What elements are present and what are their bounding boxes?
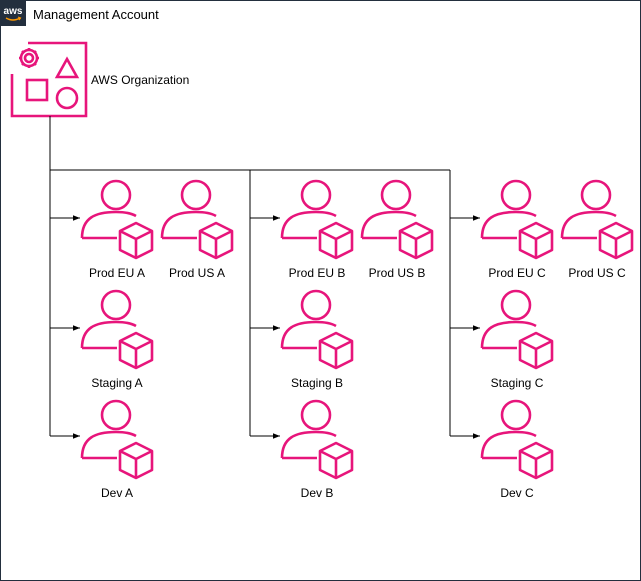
- account-node-dev-c[interactable]: Dev C: [480, 399, 554, 500]
- account-node-prod-us-b[interactable]: Prod US B: [360, 179, 434, 280]
- account-label: Staging A: [91, 376, 142, 390]
- aws-organization-label: AWS Organization: [91, 73, 189, 87]
- org-trunk-line: [49, 116, 450, 171]
- account-label: Prod EU C: [488, 266, 546, 280]
- member-account-icon: [560, 179, 634, 260]
- member-account-icon: [480, 289, 554, 370]
- account-node-staging-b[interactable]: Staging B: [280, 289, 354, 390]
- management-account-title: Management Account: [33, 7, 159, 22]
- aws-badge-text: aws: [4, 6, 23, 17]
- member-account-icon: [80, 399, 154, 480]
- account-label: Dev C: [500, 486, 534, 500]
- account-label: Prod EU B: [289, 266, 346, 280]
- account-node-prod-us-c[interactable]: Prod US C: [560, 179, 634, 280]
- account-label: Staging B: [291, 376, 343, 390]
- member-account-icon: [480, 179, 554, 260]
- member-account-icon: [80, 179, 154, 260]
- account-label: Prod US A: [169, 266, 225, 280]
- account-label: Prod EU A: [89, 266, 145, 280]
- connector-lines: [49, 116, 480, 439]
- aws-logo-icon: aws: [0, 0, 26, 26]
- account-node-staging-c[interactable]: Staging C: [480, 289, 554, 390]
- account-label: Dev A: [101, 486, 133, 500]
- member-account-icon: [280, 179, 354, 260]
- account-label: Staging C: [491, 376, 544, 390]
- account-label: Dev B: [301, 486, 334, 500]
- account-node-prod-eu-c[interactable]: Prod EU C: [480, 179, 554, 280]
- member-account-icon: [280, 399, 354, 480]
- account-node-prod-us-a[interactable]: Prod US A: [160, 179, 234, 280]
- account-node-prod-eu-a[interactable]: Prod EU A: [80, 179, 154, 280]
- member-account-icon: [160, 179, 234, 260]
- member-account-icon: [280, 289, 354, 370]
- account-node-dev-b[interactable]: Dev B: [280, 399, 354, 500]
- account-label: Prod US C: [568, 266, 626, 280]
- aws-organizations-icon: [10, 41, 88, 118]
- account-node-staging-a[interactable]: Staging A: [80, 289, 154, 390]
- account-node-dev-a[interactable]: Dev A: [80, 399, 154, 500]
- member-account-icon: [480, 399, 554, 480]
- account-label: Prod US B: [369, 266, 426, 280]
- account-node-prod-eu-b[interactable]: Prod EU B: [280, 179, 354, 280]
- member-account-icon: [360, 179, 434, 260]
- member-account-icon: [80, 289, 154, 370]
- member-accounts: Prod EU A Prod US A Staging A Dev A Prod EU …: [80, 179, 634, 500]
